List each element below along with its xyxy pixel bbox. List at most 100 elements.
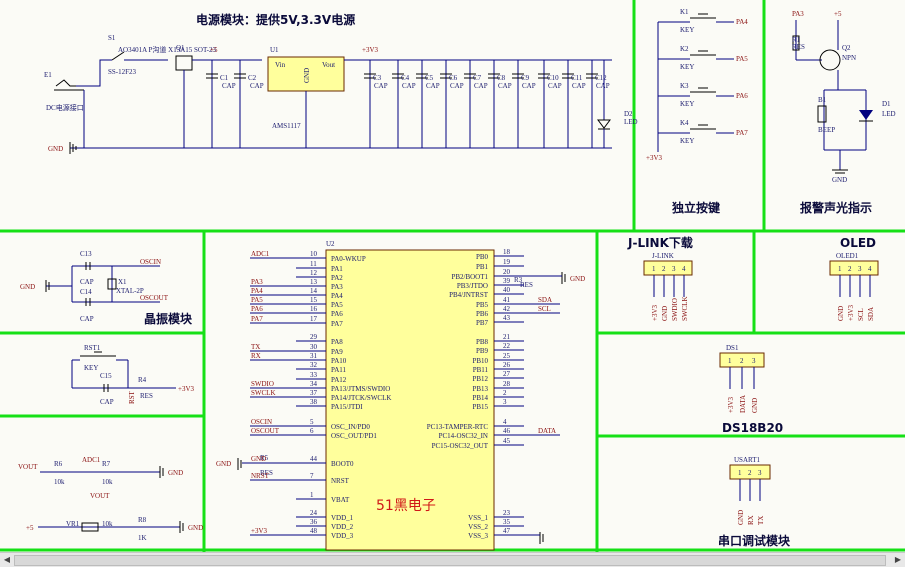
adc-module: VOUT R6 10k ADC1 R7 10k GND VOUT +5 VR1 … bbox=[18, 456, 203, 542]
oled-pin-4: 4 bbox=[868, 265, 872, 273]
mcu-module: U2 51黑电子 R3 RES GND R5 RES GND 10PA0-WKU… bbox=[216, 240, 585, 551]
mcu-right-pin-28-num: 28 bbox=[503, 380, 511, 388]
mcu-left-pin-16-num: 16 bbox=[310, 305, 318, 313]
cap-c12-val: CAP bbox=[596, 82, 610, 90]
mcu-right-pin-26-num: 26 bbox=[503, 361, 511, 369]
mcu-left-pin-15-name: PA5 bbox=[331, 301, 343, 309]
key-4-ref: K4 bbox=[680, 119, 689, 127]
usart-pin-2: 2 bbox=[748, 469, 752, 477]
mcu-left-pin-37-num: 37 bbox=[310, 389, 318, 397]
mcu-right-pin-45-name: PC15-OSC32_OUT bbox=[432, 442, 489, 450]
usart-pin-3: 3 bbox=[758, 469, 762, 477]
usart-pin-1: 1 bbox=[738, 469, 742, 477]
mcu-net-30: TX bbox=[251, 343, 260, 351]
x1-val: XTAL-2P bbox=[116, 287, 144, 295]
cap-c3-val: CAP bbox=[374, 82, 388, 90]
mcu-right-pin-41-name: PB5 bbox=[476, 301, 489, 309]
mcu-left-pin-16-name: PA6 bbox=[331, 310, 343, 318]
q2-val: NPN bbox=[842, 54, 856, 62]
reset-module: RST1 KEY C15 CAP R4 RES RST +3V3 bbox=[71, 344, 195, 406]
cap-c2-ref: C2 bbox=[248, 74, 257, 82]
cap-c8-val: CAP bbox=[498, 82, 512, 90]
mcu-left-pin-44-name: BOOT0 bbox=[331, 460, 354, 468]
s1-part: SS-12F23 bbox=[108, 68, 137, 76]
r6-val: 10k bbox=[54, 478, 65, 486]
mcu-left-pin-48-name: VDD_3 bbox=[331, 532, 354, 540]
cap-c9-val: CAP bbox=[522, 82, 536, 90]
e1-desc: DC电源接口 bbox=[46, 103, 84, 112]
power-module: 电源模块：提供5V,3.3V电源 E1 DC电源接口 S1 SS-12F23 A… bbox=[44, 12, 638, 154]
mcu-right-pin-27-name: PB12 bbox=[472, 375, 488, 383]
mcu-left-pin-7-name: NRST bbox=[331, 477, 350, 485]
q1-part: AO3401A P沟道 X13A15 SOT-23 bbox=[118, 45, 216, 54]
key-4-net: PA7 bbox=[736, 129, 748, 137]
serial-title: 串口调试模块 bbox=[718, 533, 791, 548]
mcu-net-13: PA3 bbox=[251, 278, 263, 286]
mcu-right-pin-18-name: PB0 bbox=[476, 253, 489, 261]
cap-c11-ref: C11 bbox=[571, 74, 583, 82]
r8-ref: R8 bbox=[138, 516, 147, 524]
cap-c7-ref: C7 bbox=[473, 74, 482, 82]
u1-regulator bbox=[267, 56, 345, 92]
reset-net-rst: RST bbox=[128, 390, 136, 404]
mcu-right-pin-41-num: 41 bbox=[503, 296, 511, 304]
mcu-left-pin-38-num: 38 bbox=[310, 398, 318, 406]
r8-val: 1K bbox=[138, 534, 147, 542]
mcu-left-pin-17-num: 17 bbox=[310, 315, 318, 323]
mcu-net-15: PA5 bbox=[251, 296, 263, 304]
dc-jack-symbol bbox=[55, 79, 76, 87]
mcu-left-pin-29-num: 29 bbox=[310, 333, 318, 341]
mcu-left-pin-14-num: 14 bbox=[310, 287, 318, 295]
chip-brand-text: 51黑电子 bbox=[376, 498, 436, 514]
r3-gnd: GND bbox=[570, 275, 585, 283]
mcu-net-16: PA6 bbox=[251, 305, 263, 313]
r1-val: RES bbox=[792, 43, 805, 51]
scrollbar-thumb[interactable] bbox=[14, 555, 886, 566]
key-2-net: PA5 bbox=[736, 55, 748, 63]
mcu-left-pin-44-num: 44 bbox=[310, 455, 318, 463]
mcu-left-pin-12-num: 12 bbox=[310, 269, 318, 277]
mcu-left-pin-1-name: VBAT bbox=[331, 496, 350, 504]
alarm-net-pa3: PA3 bbox=[792, 10, 804, 18]
mcu-right-pin-39-name: PB3/JTDO bbox=[457, 282, 488, 290]
mcu-left-pin-33-name: PA12 bbox=[331, 376, 347, 384]
mcu-right-pin-4-num: 4 bbox=[503, 418, 507, 426]
c14-ref: C14 bbox=[80, 288, 92, 296]
jlink-net-1: +3V3 bbox=[651, 304, 659, 321]
oled-net-2: +3V3 bbox=[847, 304, 855, 321]
scroll-left-icon[interactable]: ◀ bbox=[3, 555, 11, 564]
r7-ref: R7 bbox=[102, 460, 111, 468]
mcu-right-pin-20-num: 20 bbox=[503, 268, 511, 276]
q1-mosfet-symbol bbox=[175, 55, 193, 71]
horizontal-scrollbar[interactable]: ◀ ▶ bbox=[0, 552, 905, 567]
cap-c2-val: CAP bbox=[250, 82, 264, 90]
key-2-val: KEY bbox=[680, 63, 694, 71]
mcu-left-pin-11-name: PA1 bbox=[331, 265, 343, 273]
x1-crystal bbox=[107, 278, 117, 290]
mcu-left-pin-10-name: PA0-WKUP bbox=[331, 255, 366, 263]
scroll-right-icon[interactable]: ▶ bbox=[894, 555, 902, 564]
crystal-oscin: OSCIN bbox=[140, 258, 161, 266]
jlink-net-3: SWDIO bbox=[671, 298, 679, 321]
mcu-left-pin-15-num: 15 bbox=[310, 296, 318, 304]
alarm-title: 报警声光指示 bbox=[800, 200, 872, 215]
oled-net-1: GND bbox=[837, 306, 845, 321]
power-module-title: 电源模块：提供5V,3.3V电源 bbox=[196, 12, 355, 27]
e1-ref: E1 bbox=[44, 71, 52, 79]
crystal-oscout: OSCOUT bbox=[140, 294, 169, 302]
cap-c1-val: CAP bbox=[222, 82, 236, 90]
ds-ref: DS1 bbox=[726, 344, 739, 352]
rst-ref: RST1 bbox=[84, 344, 101, 352]
alarm-module: 报警声光指示 PA3 R1 RES +5 Q2 NPN B1 BEEP D1 L… bbox=[792, 10, 896, 215]
boot0-gnd: GND bbox=[216, 460, 231, 468]
mcu-net-46: DATA bbox=[538, 427, 556, 435]
ds-net-1: +3V3 bbox=[727, 396, 735, 413]
mcu-net-10: ADC1 bbox=[251, 250, 270, 258]
r1-ref: R1 bbox=[792, 36, 801, 44]
keys-title: 独立按键 bbox=[671, 200, 720, 215]
mcu-left-pin-11-num: 11 bbox=[310, 260, 317, 268]
mcu-right-pin-21-name: PB8 bbox=[476, 338, 489, 346]
